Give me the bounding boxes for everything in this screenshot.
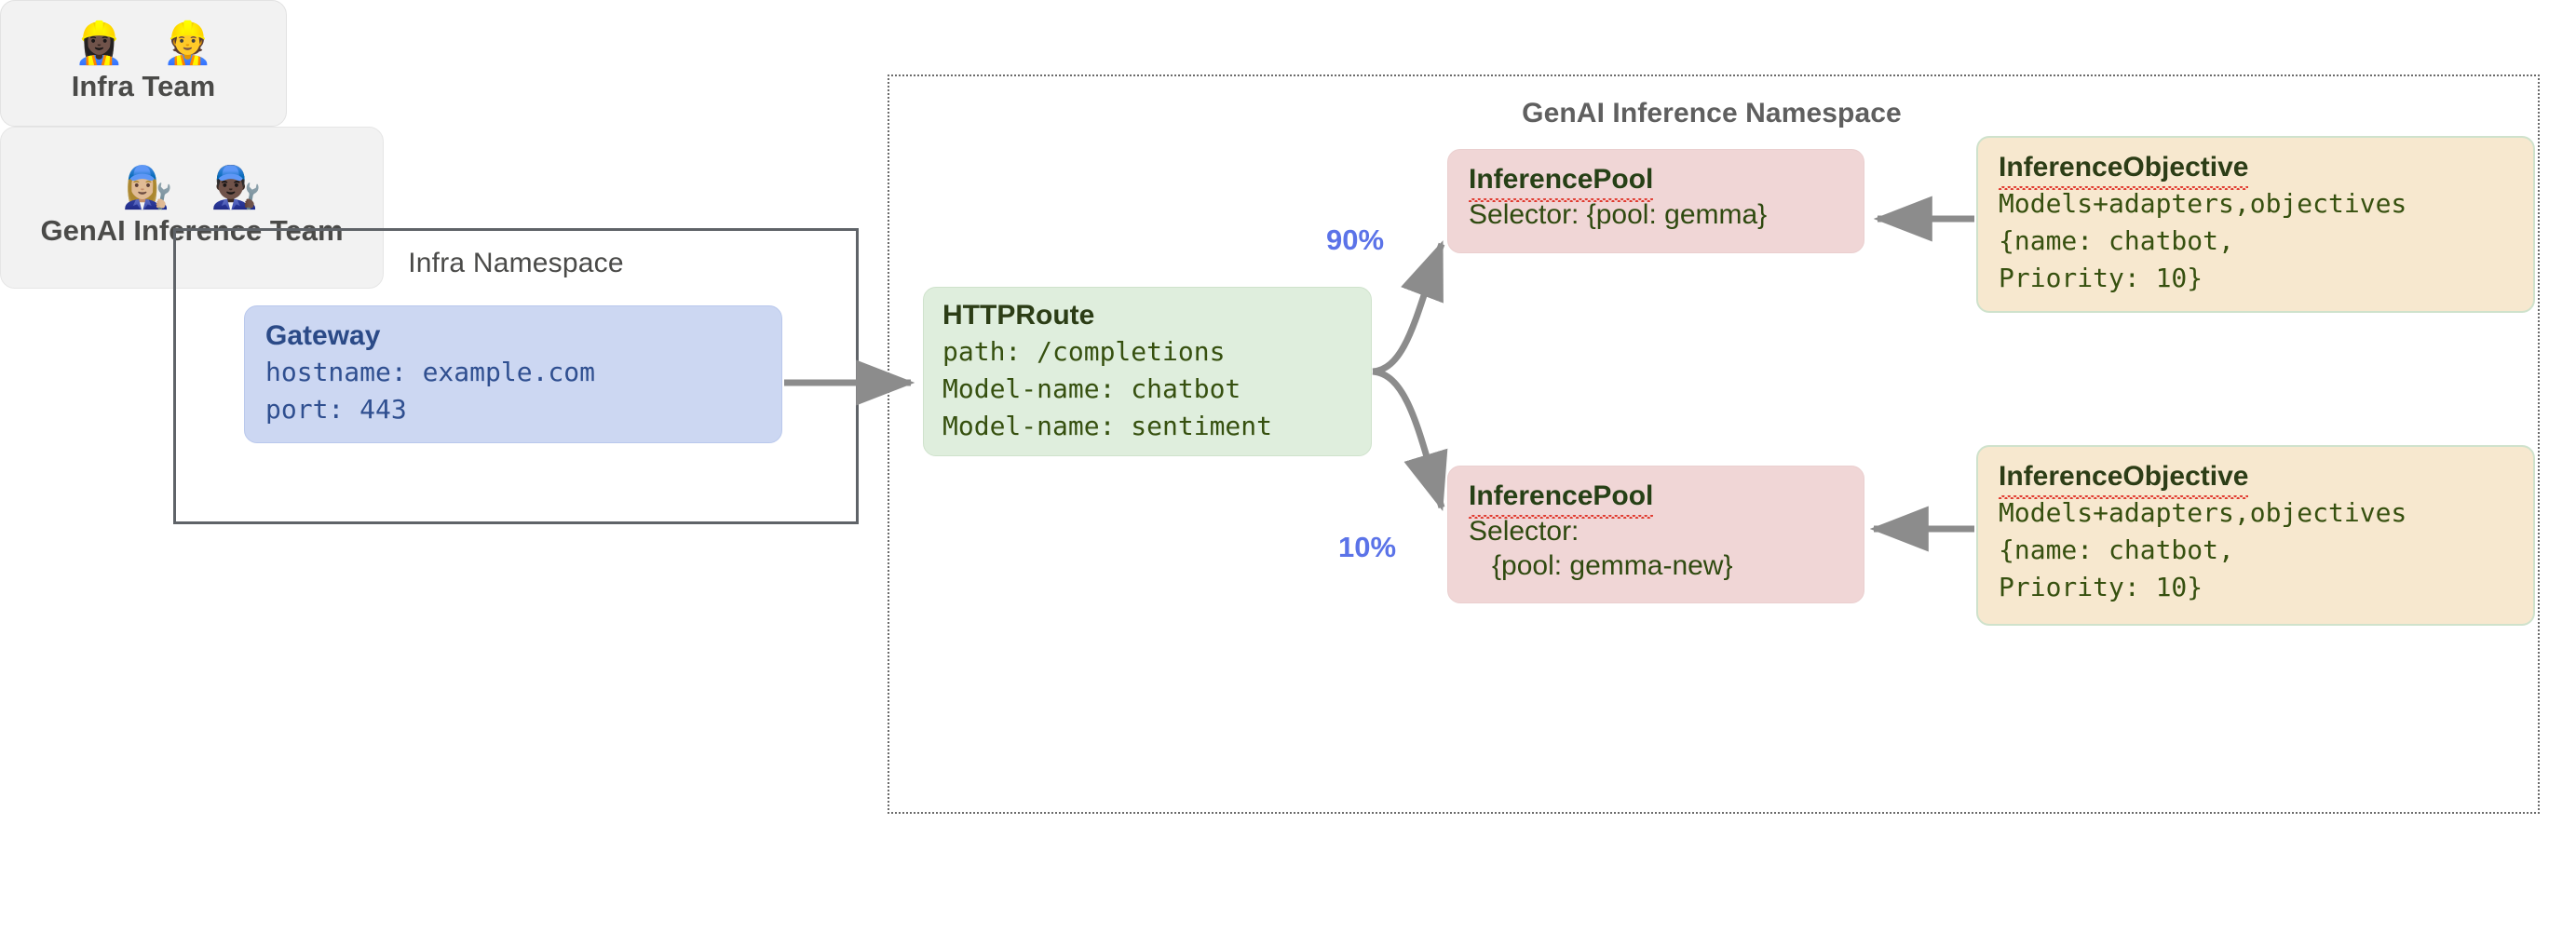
node-gateway[interactable]: Gateway hostname: example.com port: 443	[244, 305, 782, 443]
namespace-genai-label: GenAI Inference Namespace	[1522, 98, 1902, 128]
construction-workers-emoji: 👷🏿‍♀️ 👷	[74, 20, 226, 66]
team-genai-inference[interactable]: 👩🏼‍🔧 👨🏿‍🔧 GenAI Inference Team	[0, 127, 384, 289]
gateway-title: Gateway	[265, 320, 381, 351]
namespace-infra-label: Infra Namespace	[408, 248, 624, 278]
httproute-title: HTTPRoute	[942, 300, 1095, 331]
node-httproute[interactable]: HTTPRoute path: /completions Model-name:…	[923, 287, 1372, 456]
gateway-details: hostname: example.com port: 443	[265, 356, 596, 425]
inferencepool-gemma-new-selector: Selector: {pool: gemma-new}	[1469, 515, 1733, 582]
namespace-genai	[888, 74, 2540, 814]
inferenceobjective-top-details: Models+adapters,objectives {name: chatbo…	[1999, 187, 2407, 293]
mechanics-emoji: 👩🏼‍🔧 👨🏿‍🔧	[122, 165, 275, 210]
edge-label-10-percent: 10%	[1338, 531, 1397, 563]
node-inferencepool-gemma-new[interactable]: InferencePool Selector: {pool: gemma-new…	[1447, 466, 1864, 603]
inferenceobjective-bottom-title: InferenceObjective	[1999, 460, 2249, 499]
inferenceobjective-bottom-details: Models+adapters,objectives {name: chatbo…	[1999, 496, 2407, 602]
httproute-details: path: /completions Model-name: chatbot M…	[942, 335, 1273, 441]
inferenceobjective-top-title: InferenceObjective	[1999, 151, 2249, 190]
team-infra-label: Infra Team	[71, 70, 216, 102]
inferencepool-gemma-title: InferencePool	[1469, 163, 1654, 202]
inferencepool-gemma-new-title: InferencePool	[1469, 480, 1654, 519]
node-inferenceobjective-top[interactable]: InferenceObjective Models+adapters,objec…	[1976, 136, 2535, 313]
edge-label-90-percent: 90%	[1326, 223, 1385, 256]
team-infra[interactable]: 👷🏿‍♀️ 👷 Infra Team	[0, 0, 287, 127]
node-inferenceobjective-bottom[interactable]: InferenceObjective Models+adapters,objec…	[1976, 445, 2535, 626]
node-inferencepool-gemma[interactable]: InferencePool Selector: {pool: gemma}	[1447, 149, 1864, 253]
inferencepool-gemma-selector: Selector: {pool: gemma}	[1469, 198, 1768, 230]
